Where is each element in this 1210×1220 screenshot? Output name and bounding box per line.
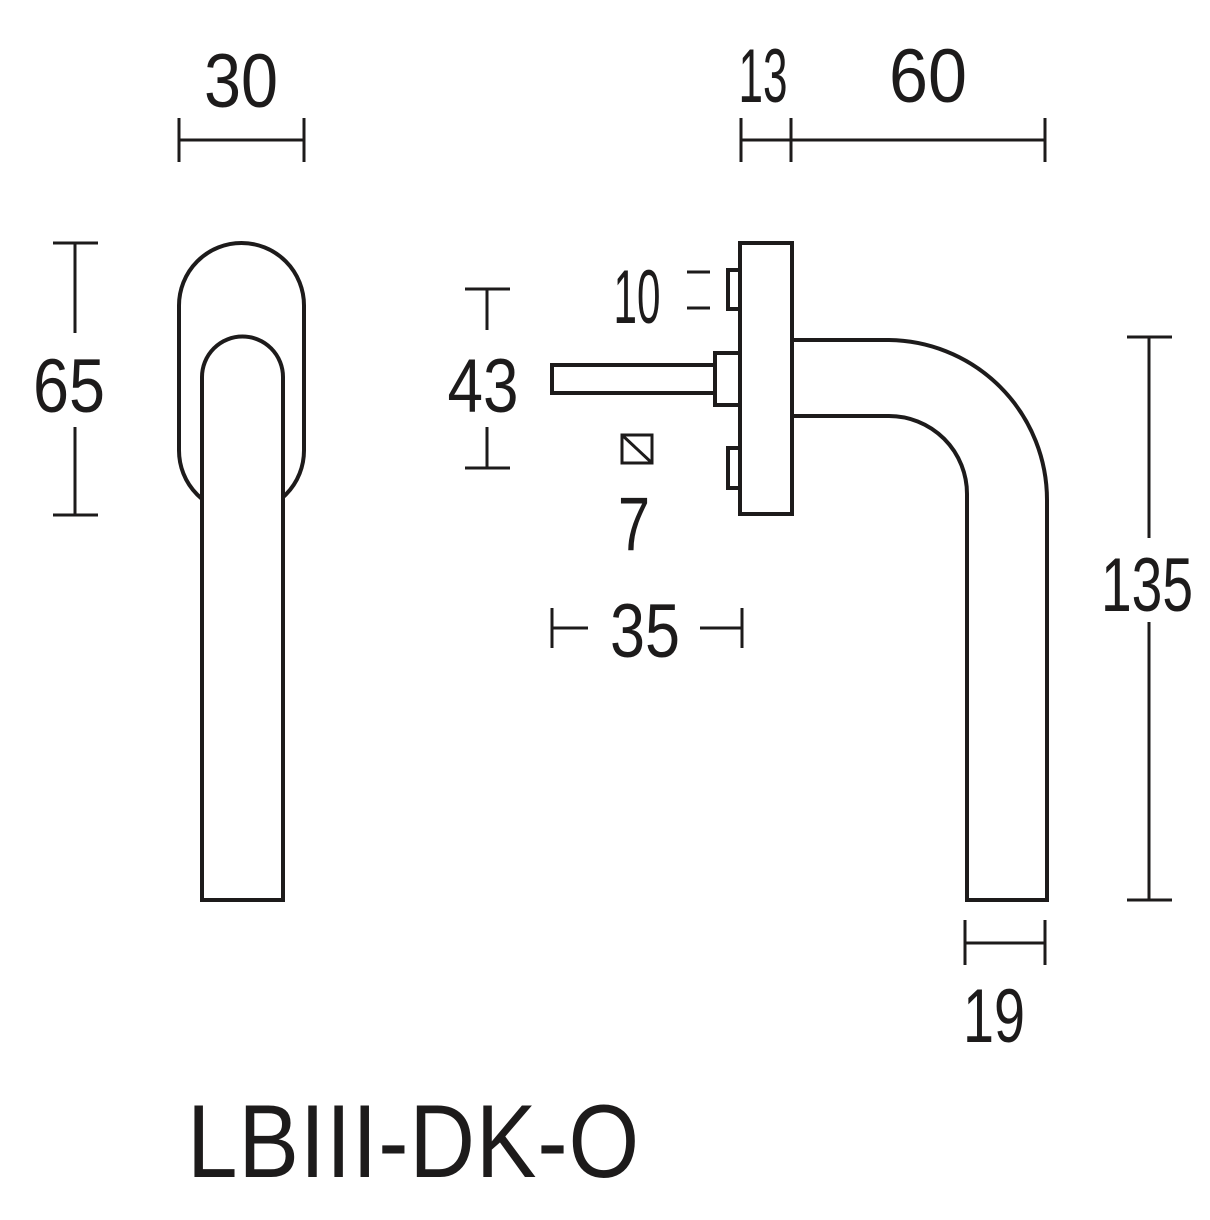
front-view: 30 65	[33, 39, 306, 902]
dim-13-label: 13	[739, 34, 788, 119]
square-symbol-diagonal	[620, 433, 654, 465]
dim-60-label: 60	[889, 34, 967, 119]
front-grip-outline	[200, 334, 285, 902]
dim-rosette-height: 65	[33, 241, 105, 517]
dim-19-label: 19	[963, 974, 1025, 1059]
dim-spindle-square: 7	[618, 433, 654, 567]
side-spindle-collar-outline	[713, 351, 742, 407]
dim-spindle-length: 35	[550, 589, 744, 674]
dim-135-label: 135	[1101, 543, 1193, 628]
dim-grip-length: 135	[1101, 335, 1193, 902]
dim-10-label: 10	[614, 255, 661, 340]
side-spindle-outline	[550, 363, 717, 395]
dim-35-label: 35	[610, 589, 680, 674]
side-rosette-plate-outline	[738, 241, 794, 516]
side-handle-outline	[790, 338, 1049, 902]
side-view: 13 60 10 43 7 35	[448, 34, 1194, 1059]
dim-65-label: 65	[33, 344, 105, 429]
dim-7-label: 7	[618, 482, 650, 567]
square-symbol-icon	[620, 433, 654, 465]
dim-plate-and-reach: 13 60	[739, 34, 1047, 162]
dim-screw-centres: 43	[448, 287, 519, 470]
dim-rosette-width: 30	[177, 39, 306, 162]
dim-30-label: 30	[204, 39, 278, 124]
model-title: LBIII-DK-O	[187, 1084, 640, 1200]
dim-43-label: 43	[448, 344, 519, 429]
dim-screw-lug: 10	[614, 255, 710, 340]
dim-grip-thickness: 19	[963, 920, 1047, 1059]
